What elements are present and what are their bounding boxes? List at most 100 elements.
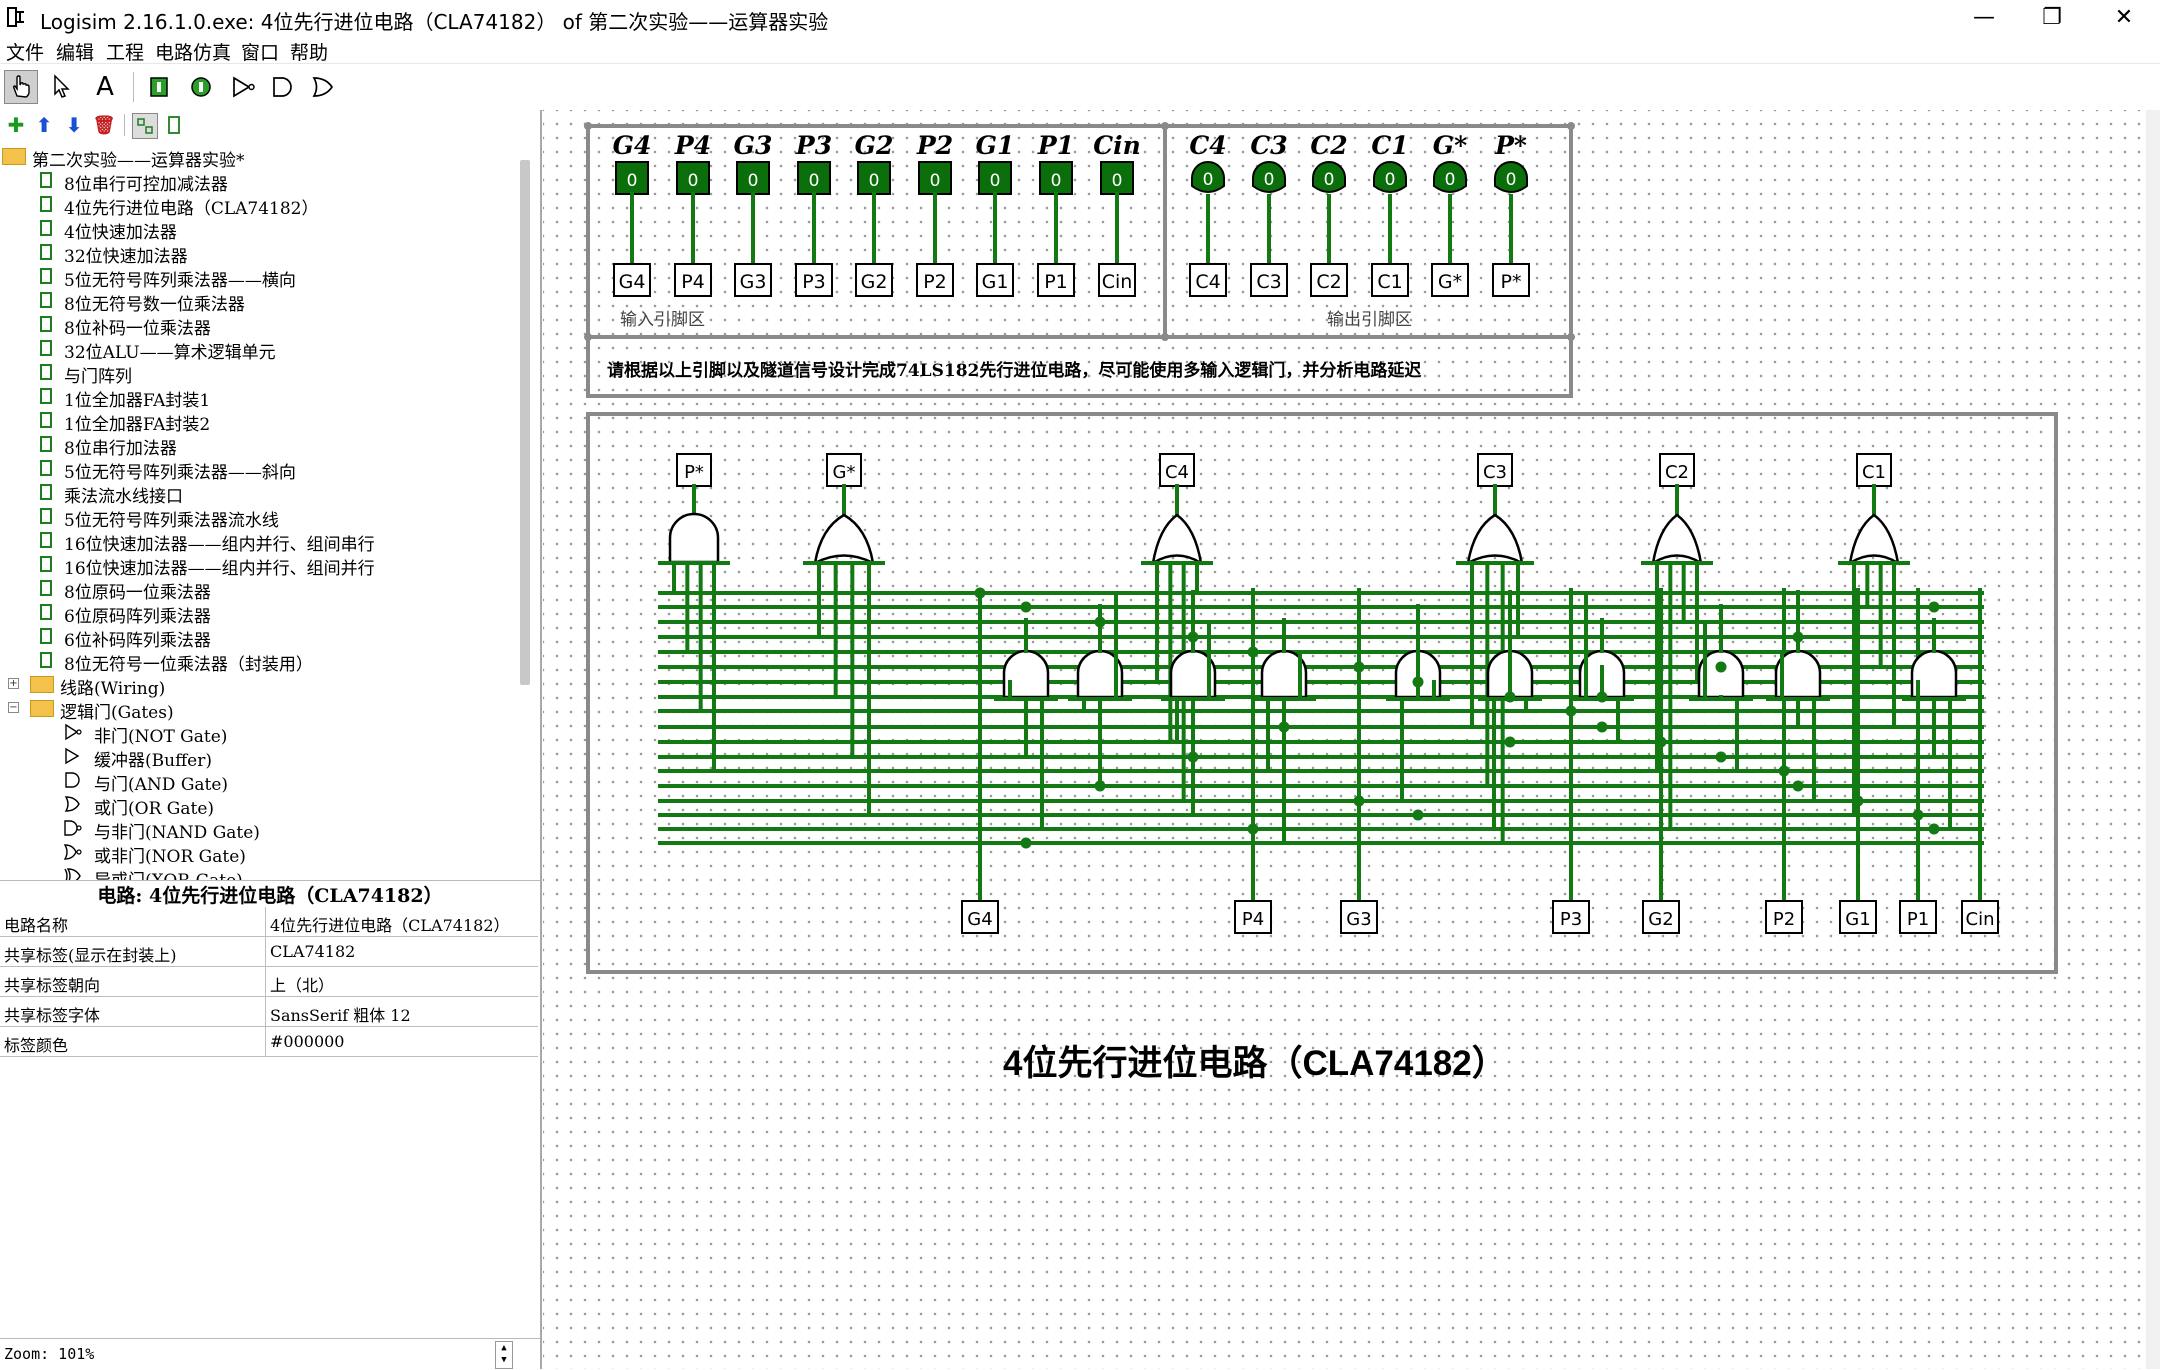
add-circuit-icon[interactable]: ✚ (7, 113, 25, 137)
tree-gate-item[interactable]: 异或门(XOR Gate) (94, 866, 243, 880)
expand-icon[interactable]: + (8, 678, 19, 689)
tree-gate-item[interactable]: 或非门(NOR Gate) (94, 847, 246, 867)
or-gate[interactable] (813, 513, 875, 566)
tree-library-item[interactable]: 线路(Wiring) (60, 679, 166, 699)
circuit-icon (40, 628, 52, 644)
or-gate[interactable] (1651, 513, 1703, 566)
tree-circuit-item[interactable]: 乘法流水线接口 (64, 487, 183, 507)
select-tool-button[interactable] (44, 70, 78, 104)
move-up-icon[interactable]: ⬆ (35, 113, 53, 137)
and-gate-tool-button[interactable] (266, 70, 300, 104)
tree-circuit-item[interactable]: 5位无符号阵列乘法器流水线 (64, 511, 279, 531)
collapse-icon[interactable]: − (8, 702, 19, 713)
property-value[interactable]: 4位先行进位电路（CLA74182） (270, 916, 510, 935)
tree-circuit-item[interactable]: 8位补码一位乘法器 (64, 319, 211, 339)
wire-junction (1094, 616, 1106, 628)
or-gate[interactable] (1466, 513, 1524, 566)
move-down-icon[interactable]: ⬇ (65, 113, 83, 137)
canvas-scrollbar[interactable] (2146, 110, 2160, 1369)
close-button[interactable]: ✕ (2114, 5, 2134, 30)
or-gate-icon (64, 796, 80, 812)
minimize-button[interactable]: — (1973, 5, 1995, 30)
output-pin-name: G* (1433, 131, 1467, 160)
folder-icon (2, 148, 26, 165)
tree-gate-item[interactable]: 与门(AND Gate) (94, 775, 229, 795)
tree-scrollbar[interactable] (520, 160, 530, 685)
circuit-drawing[interactable]: G40G4P40P4G30G3P30P3G20G2P20P2G10G1P10P1… (543, 110, 2160, 1369)
tree-circuit-item[interactable]: 8位无符号数一位乘法器 (64, 295, 245, 315)
tree-circuit-item[interactable]: 8位无符号一位乘法器（封装用） (64, 655, 313, 675)
panel-handle (1567, 333, 1575, 341)
tree-circuit-item[interactable]: 16位快速加法器——组内并行、组间并行 (64, 559, 375, 579)
menu-edit[interactable]: 编辑 (56, 42, 95, 64)
maximize-button[interactable]: ❐ (2042, 5, 2062, 30)
tree-circuit-item[interactable]: 5位无符号阵列乘法器——横向 (64, 271, 296, 291)
output-pin[interactable] (1373, 161, 1407, 193)
input-pin[interactable] (857, 161, 891, 195)
tree-circuit-item[interactable]: 4位先行进位电路（CLA74182） (64, 199, 319, 219)
wire-junction (1792, 631, 1804, 643)
bottom-tunnel-label: P3 (1560, 909, 1582, 930)
tree-circuit-item[interactable]: 1位全加器FA封装2 (64, 415, 211, 435)
output-pin[interactable] (1312, 161, 1346, 193)
bottom-tunnel (1642, 900, 1680, 934)
output-pin[interactable] (1191, 161, 1225, 193)
instruction-text: 请根据以上引脚以及隧道信号设计完成74LS182先行进位电路，尽可能使用多输入逻… (607, 361, 1422, 381)
tree-circuit-item[interactable]: 16位快速加法器——组内并行、组间串行 (64, 535, 375, 555)
tree-circuit-item[interactable]: 与门阵列 (64, 367, 132, 387)
text-tool-button[interactable]: A (88, 70, 122, 104)
hand-tool-button[interactable] (4, 70, 38, 104)
wire-junction (1912, 809, 1924, 821)
input-pin[interactable] (1100, 161, 1134, 195)
zoom-spinner[interactable]: ▲▼ (495, 1341, 513, 1369)
tree-gate-item[interactable]: 缓冲器(Buffer) (94, 751, 212, 771)
zoom-level[interactable]: Zoom: 101% (4, 1345, 95, 1363)
tree-circuit-item[interactable]: 6位补码阵列乘法器 (64, 631, 211, 651)
tree-circuit-item[interactable]: 32位快速加法器 (64, 247, 188, 267)
menu-project[interactable]: 工程 (106, 42, 145, 64)
tree-circuit-item[interactable]: 4位快速加法器 (64, 223, 177, 243)
output-pin-name: C1 (1371, 131, 1408, 160)
property-value[interactable]: 上（北） (270, 976, 335, 995)
output-pin[interactable] (1494, 161, 1528, 193)
output-pin-name: C4 (1189, 131, 1226, 160)
menu-file[interactable]: 文件 (6, 42, 45, 64)
tree-circuit-item[interactable]: 8位串行加法器 (64, 439, 177, 459)
output-pin-tool-button[interactable] (184, 70, 218, 104)
tree-gate-item[interactable]: 或门(OR Gate) (94, 799, 215, 819)
tree-circuit-item[interactable]: 5位无符号阵列乘法器——斜向 (64, 463, 296, 483)
tree-library-item[interactable]: 逻辑门(Gates) (60, 703, 174, 723)
tree-circuit-item[interactable]: 8位串行可控加减法器 (64, 175, 228, 195)
input-pin-name: G1 (976, 131, 1015, 160)
layout-view-icon[interactable] (132, 113, 158, 139)
output-pin[interactable] (1433, 161, 1467, 193)
property-value[interactable]: SansSerif 粗体 12 (270, 1006, 411, 1025)
tree-root[interactable]: 第二次实验——运算器实验* (32, 151, 245, 171)
input-tunnel-label: P2 (923, 271, 947, 293)
menu-help[interactable]: 帮助 (290, 42, 329, 64)
or-gate-tool-button[interactable] (306, 70, 340, 104)
property-divider (265, 937, 266, 966)
delete-circuit-icon[interactable]: 🗑 (92, 114, 116, 136)
and-gate[interactable] (668, 512, 720, 564)
folder-icon (30, 676, 54, 693)
tree-circuit-item[interactable]: 1位全加器FA封装1 (64, 391, 211, 411)
input-pin[interactable] (918, 161, 952, 195)
menu-simulate[interactable]: 电路仿真 (155, 42, 232, 64)
or-gate[interactable] (1848, 513, 1900, 566)
tree-circuit-item[interactable]: 8位原码一位乘法器 (64, 583, 211, 603)
output-pin[interactable] (1252, 161, 1286, 193)
not-gate-tool-button[interactable] (226, 70, 260, 104)
tree-circuit-item[interactable]: 6位原码阵列乘法器 (64, 607, 211, 627)
menu-window[interactable]: 窗口 (241, 42, 280, 64)
tree-circuit-item[interactable]: 32位ALU——算术逻辑单元 (64, 343, 276, 363)
tree-gate-item[interactable]: 与非门(NAND Gate) (94, 823, 260, 843)
or-gate[interactable] (1151, 513, 1203, 566)
appearance-view-icon[interactable] (162, 113, 186, 137)
property-value[interactable]: #000000 (270, 1032, 345, 1051)
property-value[interactable]: CLA74182 (270, 942, 356, 961)
input-pin-tool-button[interactable] (142, 70, 176, 104)
tree-gate-item[interactable]: 非门(NOT Gate) (94, 727, 228, 747)
input-pin-name: P1 (1037, 131, 1074, 160)
